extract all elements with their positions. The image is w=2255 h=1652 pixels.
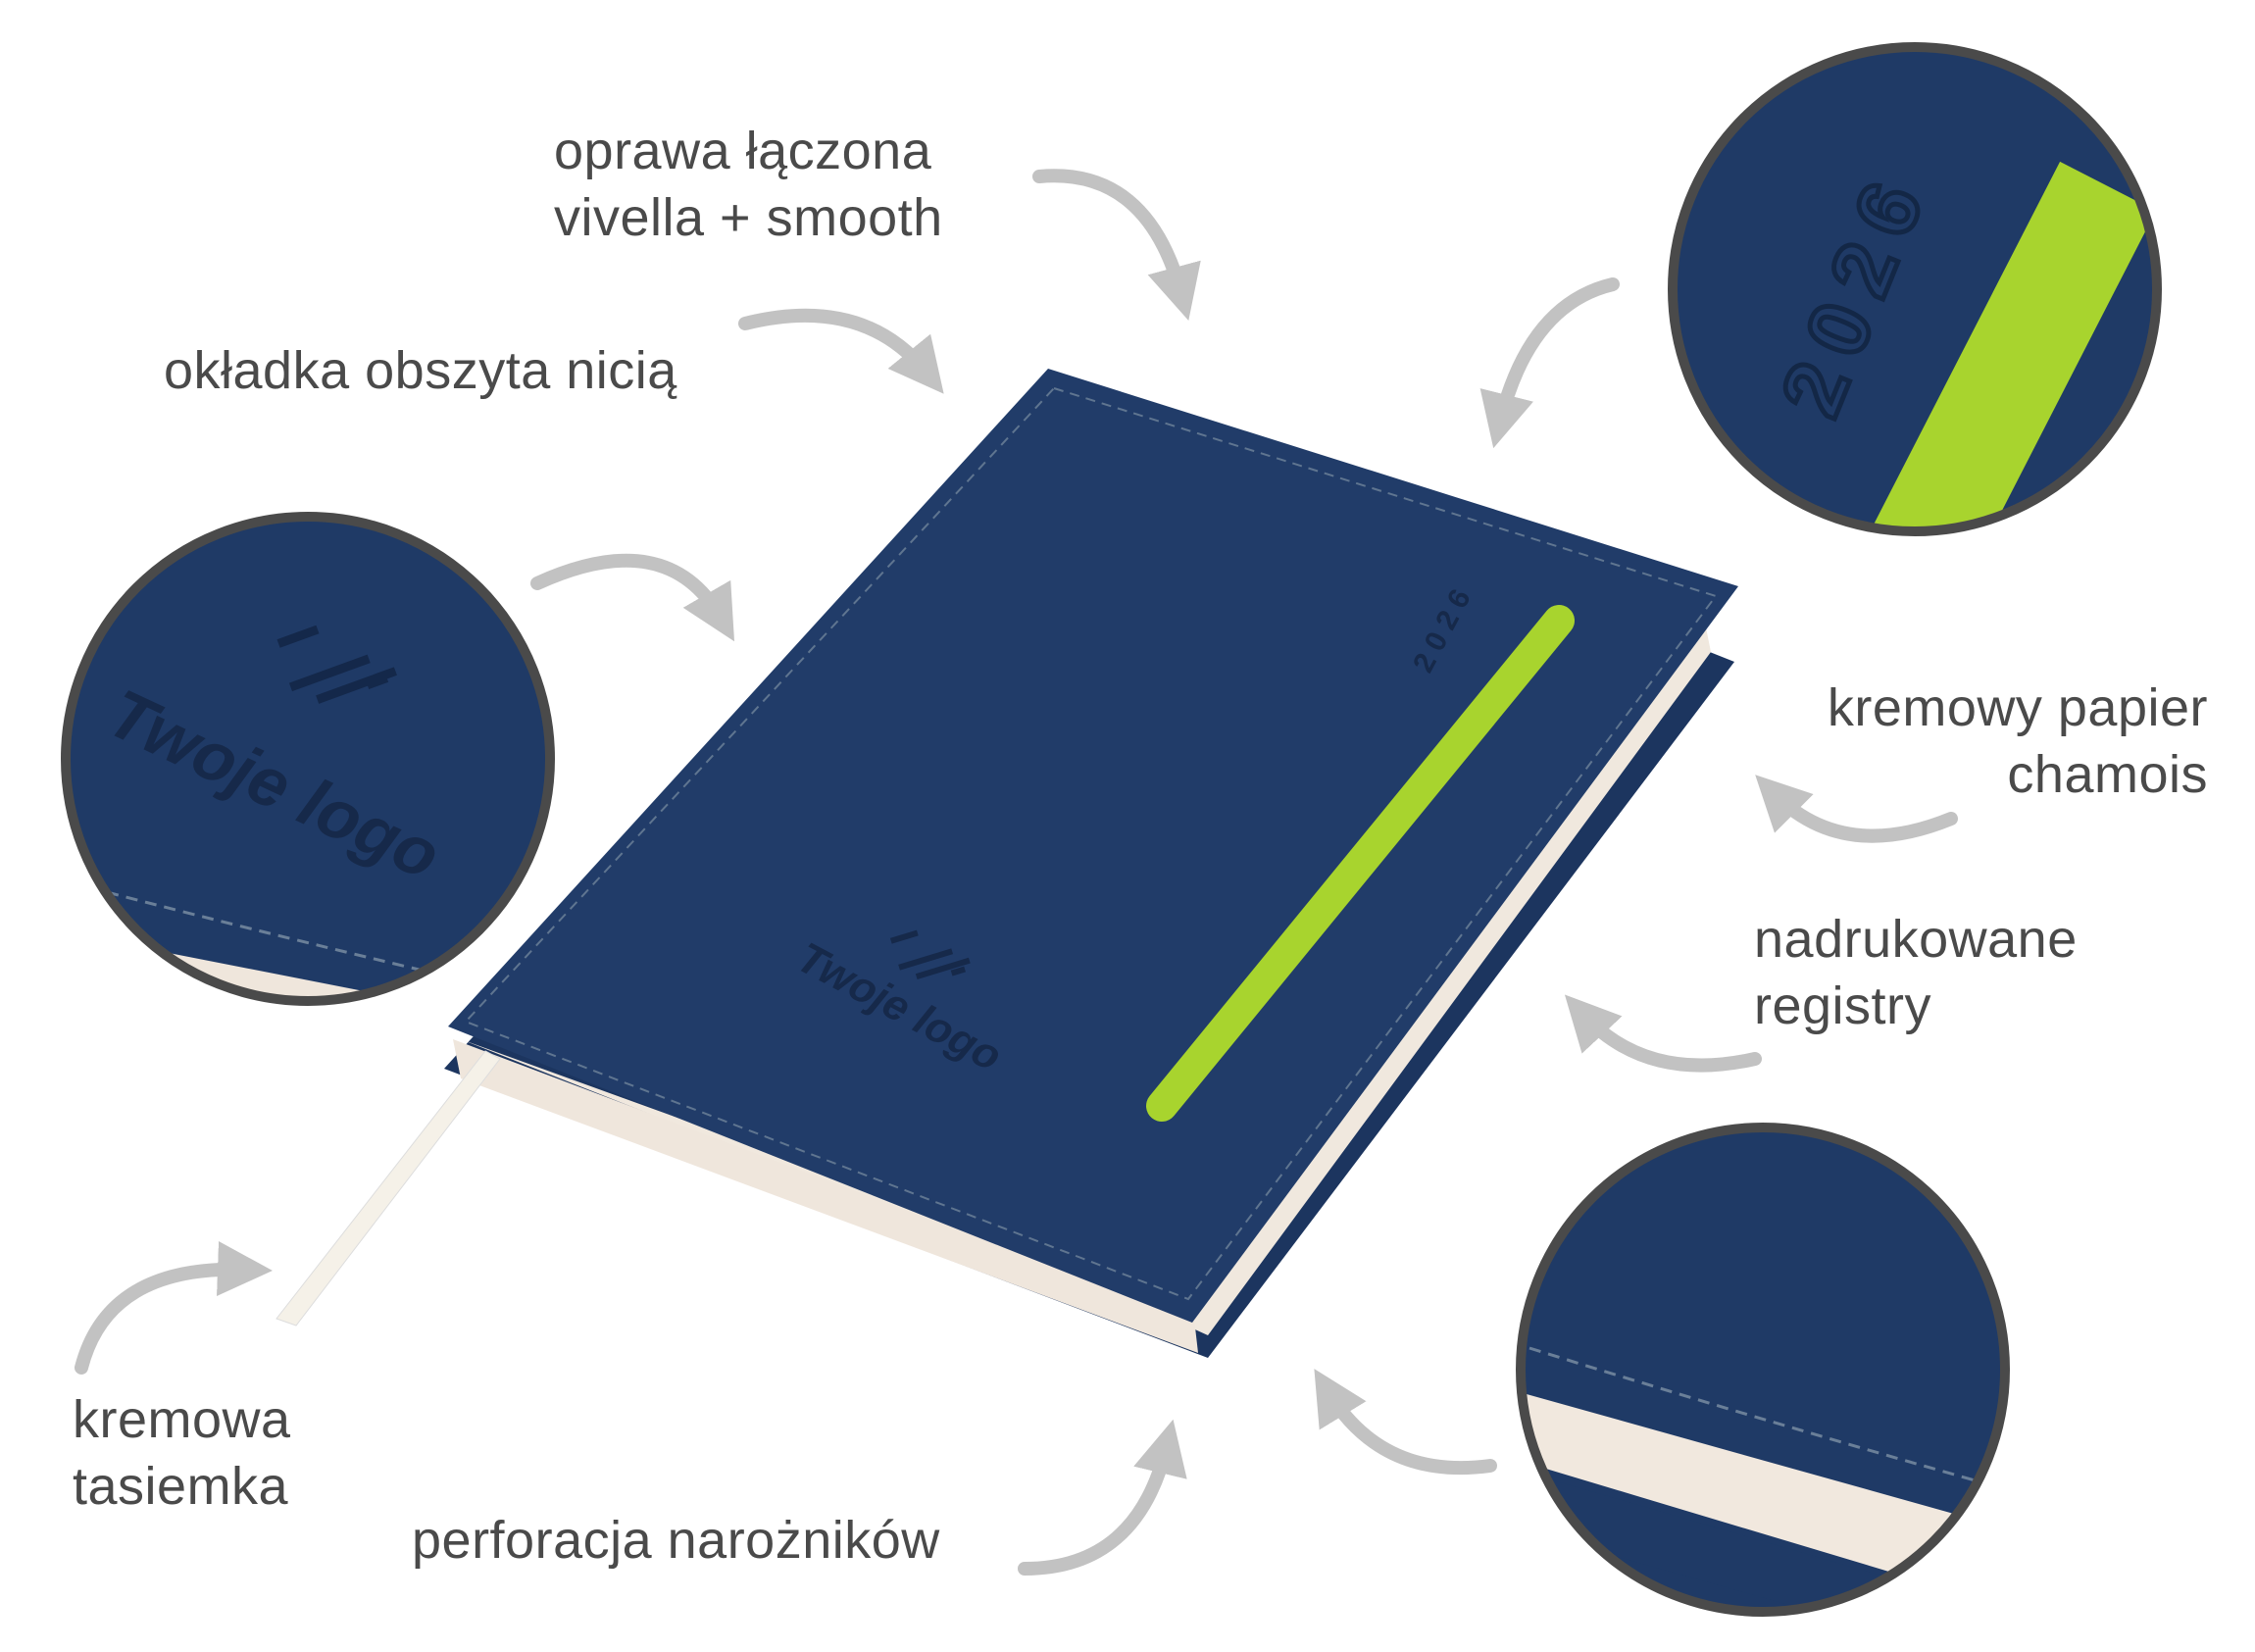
cover-stitching [464,386,1718,1301]
arrow-icon [530,553,735,642]
label-paper: kremowy papier chamois [1828,675,2208,808]
label-binding: oprawa łączona vivella + smooth [554,118,943,251]
label-line: nadrukowane [1754,910,2078,969]
label-ribbon: kremowa tasiemka [73,1386,291,1520]
arrow-icon [75,1241,273,1375]
logo-mark-icon [889,929,971,980]
label-stitching: okładka obszyta nicią [164,341,677,400]
label-line: tasiemka [73,1457,289,1516]
arrow-icon [1564,994,1762,1073]
label-line: chamois [2007,745,2208,804]
detail-circle-corner [1516,1123,2010,1617]
page-block-front [453,1039,1198,1353]
arrow-icon [1479,277,1620,449]
label-line: oprawa łączona [554,122,932,180]
front-cover [448,369,1738,1323]
ribbon-bookmark [276,1050,501,1327]
accent-stripe [1146,605,1575,1122]
label-tabs: nadrukowane registry [1754,906,2078,1039]
arrow-icon [1018,1419,1187,1576]
label-line: kremowy papier [1827,678,2208,737]
label-line: registry [1754,976,1932,1035]
arrow-icon [1032,169,1201,322]
logo-mark-icon [276,625,397,704]
arrow-icon [1755,775,1958,843]
label-line: vivella + smooth [554,188,943,247]
notebook: 2026 Twoje logo [276,369,1738,1358]
arrow-icon [738,308,944,394]
page-block [461,627,1711,1335]
callout-arrows [75,169,1958,1576]
detail-circle-year: 2026 [1668,42,2162,536]
detail-circle-logo: Twoje logo [61,512,555,1006]
label-line: kremowa [73,1390,291,1449]
label-corners: perforacja narożników [412,1511,940,1570]
arrow-icon [1314,1369,1497,1476]
